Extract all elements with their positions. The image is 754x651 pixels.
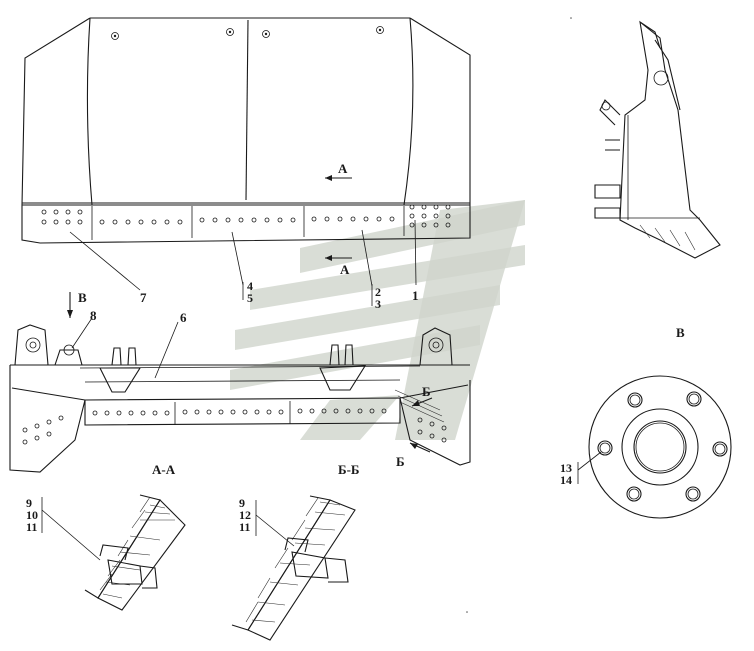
marker-a-top: А [338, 161, 348, 176]
blade-side-view [594, 20, 721, 259]
left-end-bit-holes [41, 209, 83, 225]
detail-bb-num-9: 9 [239, 496, 245, 510]
detail-bb-num-12: 12 [239, 508, 251, 522]
callout-4: 4 [247, 279, 253, 293]
blade-rear-view [9, 317, 471, 473]
marker-a-bottom: А [340, 262, 350, 277]
section-title-aa: А-А [152, 462, 176, 477]
detail-bb-section [231, 495, 356, 641]
detail-bb-num-11: 11 [239, 520, 250, 534]
callout-1: 1 [412, 288, 419, 303]
marker-v-arrow: В [78, 290, 87, 305]
callout-8: 8 [90, 308, 97, 323]
rear-edge-holes [22, 408, 447, 445]
marker-b-upper: Б [422, 384, 431, 399]
callout-14: 14 [560, 473, 572, 487]
callout-3: 3 [375, 297, 381, 311]
center-edge-holes [99, 216, 395, 225]
detail-aa-num-9: 9 [26, 496, 32, 510]
callout-2: 2 [375, 285, 381, 299]
marker-b-lower: Б [396, 454, 405, 469]
callout-13: 13 [560, 461, 572, 475]
callout-5: 5 [247, 291, 253, 305]
section-title-bb: Б-Б [338, 462, 360, 477]
blade-front-view: А А [21, 17, 471, 306]
flange-view [577, 375, 732, 519]
watermark-logo [230, 200, 525, 440]
callout-6: 6 [180, 310, 187, 325]
view-title-v: В [676, 325, 685, 340]
detail-aa-num-10: 10 [26, 508, 38, 522]
detail-aa-section [41, 494, 186, 611]
right-end-bit-holes [409, 204, 451, 228]
detail-aa-num-11: 11 [26, 520, 37, 534]
callout-7: 7 [140, 290, 147, 305]
